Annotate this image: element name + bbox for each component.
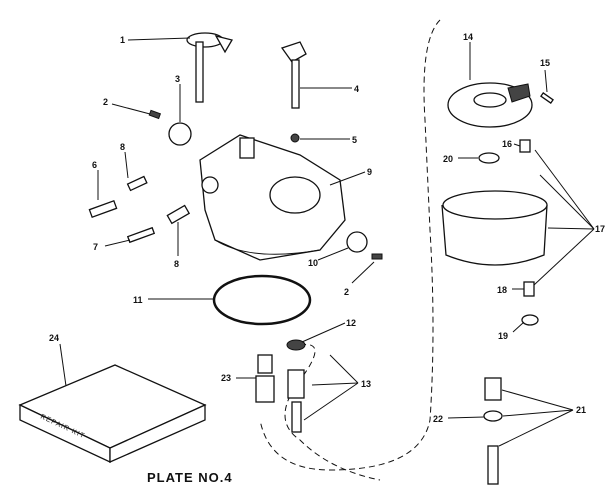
callout-19: 19 xyxy=(498,331,508,341)
callout-12: 12 xyxy=(346,318,356,328)
float-part xyxy=(447,82,533,128)
callout-8-upper: 8 xyxy=(120,142,125,152)
idle-screw-part xyxy=(126,226,156,244)
callout-16: 16 xyxy=(502,139,512,149)
callout-2-lower: 2 xyxy=(344,287,349,297)
gasket-20-part xyxy=(478,152,500,164)
spring-18-part xyxy=(523,281,535,297)
jet-part xyxy=(255,354,275,403)
repair-kit-box: REPAIR KIT xyxy=(18,364,207,464)
bowl-nut-part xyxy=(483,377,503,485)
bushing-part-8a xyxy=(126,175,148,192)
leader-lines xyxy=(59,37,595,447)
float-pin-part xyxy=(540,92,554,104)
callout-23: 23 xyxy=(221,373,231,383)
callout-14: 14 xyxy=(463,32,473,42)
callout-24: 24 xyxy=(49,333,59,343)
callout-6: 6 xyxy=(92,160,97,170)
washer-19-part xyxy=(521,314,539,326)
callout-9: 9 xyxy=(367,167,372,177)
callout-21: 21 xyxy=(576,405,586,415)
callout-labels: 1 2 2 3 4 5 6 7 8 8 9 10 11 12 13 14 15 … xyxy=(49,32,605,424)
callout-1: 1 xyxy=(120,35,125,45)
choke-shaft-part xyxy=(280,41,307,109)
spring-part xyxy=(290,133,300,143)
callout-10: 10 xyxy=(308,258,318,268)
gasket-ring-part xyxy=(212,274,312,326)
carburetor-body-part xyxy=(199,134,346,261)
callout-7: 7 xyxy=(93,242,98,252)
callout-8-lower: 8 xyxy=(174,259,179,269)
needle-seat-part xyxy=(286,339,306,351)
callout-15: 15 xyxy=(540,58,550,68)
bowl-assembly-outline xyxy=(259,19,441,471)
throttle-plate-part xyxy=(168,122,192,146)
callout-13: 13 xyxy=(361,379,371,389)
choke-plate-part xyxy=(346,231,368,253)
screw-part-upper xyxy=(148,109,162,120)
callout-20: 20 xyxy=(443,154,453,164)
spring-16-part xyxy=(519,139,531,153)
bushing-part-8b xyxy=(166,204,191,225)
plate-caption: PLATE NO.4 xyxy=(147,470,233,485)
callout-2-upper: 2 xyxy=(103,97,108,107)
callout-3: 3 xyxy=(175,74,180,84)
screw-part-6 xyxy=(88,199,118,219)
callout-22: 22 xyxy=(433,414,443,424)
screw-part-lower xyxy=(371,253,383,260)
callout-5: 5 xyxy=(352,135,357,145)
callout-17: 17 xyxy=(595,224,605,234)
callout-18: 18 xyxy=(497,285,507,295)
callout-4: 4 xyxy=(354,84,359,94)
callout-11: 11 xyxy=(133,295,143,305)
throttle-shaft-part xyxy=(186,32,233,103)
needle-valve-part xyxy=(287,369,305,433)
float-bowl-part xyxy=(441,190,548,266)
fuel-line-outline xyxy=(284,343,381,481)
